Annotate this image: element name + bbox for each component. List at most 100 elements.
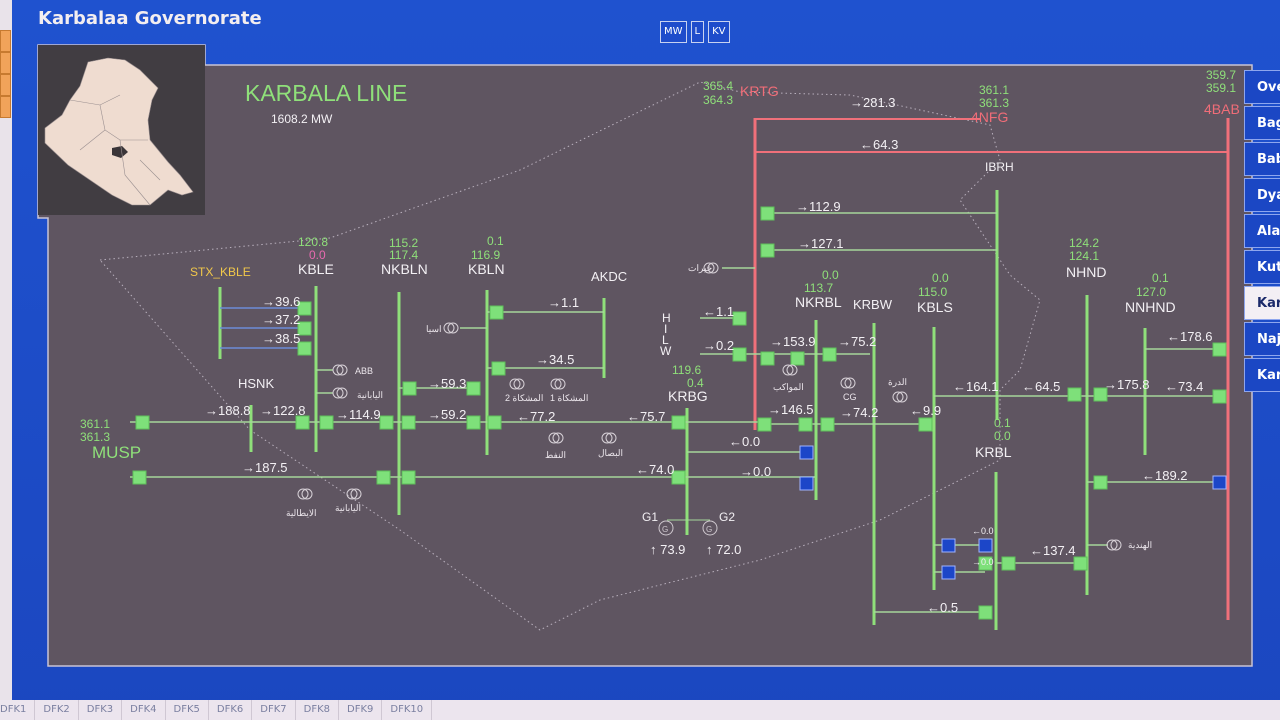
l-button[interactable]: L	[690, 21, 705, 43]
breaker-closed[interactable]	[297, 341, 312, 356]
transformer-icon[interactable]	[892, 391, 908, 403]
nav-babylon[interactable]: Babylon	[1244, 142, 1280, 176]
transformer-icon[interactable]	[297, 488, 313, 500]
transformer-icon[interactable]	[703, 262, 719, 274]
tab-dfk6[interactable]: DFK6	[209, 700, 253, 720]
transformer-icon[interactable]	[332, 387, 348, 399]
breaker-closed[interactable]	[760, 206, 775, 221]
tab-dfk2[interactable]: DFK2	[35, 700, 79, 720]
station-kbln[interactable]: KBLN	[468, 261, 505, 277]
kv-button[interactable]: KV	[708, 21, 730, 43]
breaker-closed[interactable]	[402, 381, 417, 396]
nav-overview[interactable]: Overview	[1244, 70, 1280, 104]
breaker-closed[interactable]	[401, 415, 416, 430]
station-4nfg[interactable]: 4NFG	[971, 109, 1008, 125]
breaker-closed[interactable]	[1093, 387, 1108, 402]
breaker-closed[interactable]	[820, 417, 835, 432]
transformer-icon[interactable]	[601, 432, 617, 444]
tab-dfk1[interactable]: DFK1	[0, 700, 36, 720]
breaker-closed[interactable]	[1212, 342, 1227, 357]
breaker-closed[interactable]	[760, 351, 775, 366]
breaker-closed[interactable]	[671, 470, 686, 485]
breaker-closed[interactable]	[379, 415, 394, 430]
breaker-open[interactable]	[799, 445, 814, 460]
transformer-icon[interactable]	[332, 364, 348, 376]
breaker-closed[interactable]	[132, 470, 147, 485]
breaker-open[interactable]	[1212, 475, 1227, 490]
breaker-open[interactable]	[799, 476, 814, 491]
breaker-closed[interactable]	[135, 415, 150, 430]
tab-dfk7[interactable]: DFK7	[252, 700, 296, 720]
nav-karbalaa[interactable]: Karbalaa	[1244, 286, 1280, 320]
nav-baghdad[interactable]: Baghdad	[1244, 106, 1280, 140]
tab-dfk3[interactable]: DFK3	[79, 700, 123, 720]
tab-dfk10[interactable]: DFK10	[382, 700, 433, 720]
breaker-closed[interactable]	[376, 470, 391, 485]
station-nhnd[interactable]: NHND	[1066, 264, 1106, 280]
breaker-closed[interactable]	[297, 301, 312, 316]
station-hsnk[interactable]: HSNK	[238, 376, 274, 391]
transformer-icon[interactable]	[550, 378, 566, 390]
breaker-closed[interactable]	[978, 605, 993, 620]
transformer-icon[interactable]	[782, 364, 798, 376]
side-tab[interactable]	[0, 74, 11, 96]
breaker-open[interactable]	[941, 538, 956, 553]
station-krbg[interactable]: KRBG	[668, 388, 708, 404]
breaker-closed[interactable]	[1001, 556, 1016, 571]
breaker-closed[interactable]	[798, 417, 813, 432]
breaker-closed[interactable]	[295, 415, 310, 430]
breaker-closed[interactable]	[401, 470, 416, 485]
station-4bab[interactable]: 4BAB	[1204, 101, 1240, 117]
station-stx-kble[interactable]: STX_KBLE	[190, 265, 251, 279]
tab-dfk8[interactable]: DFK8	[296, 700, 339, 720]
transformer-icon[interactable]	[443, 322, 459, 334]
breaker-closed[interactable]	[671, 415, 686, 430]
station-krbl[interactable]: KRBL	[975, 444, 1012, 460]
station-musp[interactable]: MUSP	[92, 443, 141, 462]
breaker-closed[interactable]	[297, 321, 312, 336]
breaker-closed[interactable]	[790, 351, 805, 366]
station-kble[interactable]: KBLE	[298, 261, 334, 277]
generator-g1-icon[interactable]: G	[658, 520, 674, 536]
breaker-closed[interactable]	[1067, 387, 1082, 402]
station-nkrbl[interactable]: NKRBL	[795, 294, 842, 310]
breaker-open[interactable]	[941, 565, 956, 580]
station-krtg[interactable]: KRTG	[740, 83, 779, 99]
nav-najaf[interactable]: Najaf	[1244, 322, 1280, 356]
nav-kut[interactable]: Kut	[1244, 250, 1280, 284]
breaker-closed[interactable]	[491, 361, 506, 376]
breaker-closed[interactable]	[1212, 389, 1227, 404]
station-kbls[interactable]: KBLS	[917, 299, 953, 315]
transformer-icon[interactable]	[509, 378, 525, 390]
breaker-closed[interactable]	[489, 305, 504, 320]
breaker-closed[interactable]	[918, 417, 933, 432]
breaker-closed[interactable]	[466, 415, 481, 430]
breaker-closed[interactable]	[487, 415, 502, 430]
tab-dfk4[interactable]: DFK4	[122, 700, 166, 720]
tab-dfk9[interactable]: DFK9	[339, 700, 383, 720]
breaker-open[interactable]	[978, 538, 993, 553]
station-akdc[interactable]: AKDC	[591, 269, 627, 284]
breaker-closed[interactable]	[760, 243, 775, 258]
nav-alanbar[interactable]: Alanbar	[1244, 214, 1280, 248]
side-tab[interactable]	[0, 96, 11, 118]
station-nkbln[interactable]: NKBLN	[381, 261, 428, 277]
breaker-closed[interactable]	[732, 347, 747, 362]
station-ibrh[interactable]: IBRH	[985, 160, 1014, 174]
breaker-closed[interactable]	[1073, 556, 1088, 571]
station-nnhnd[interactable]: NNHND	[1125, 299, 1176, 315]
nav-karkh[interactable]: Karkh	[1244, 358, 1280, 392]
transformer-icon[interactable]	[840, 377, 856, 389]
station-krbw[interactable]: KRBW	[853, 297, 893, 312]
side-tab[interactable]	[0, 52, 11, 74]
transformer-icon[interactable]	[346, 488, 362, 500]
breaker-closed[interactable]	[757, 417, 772, 432]
tab-dfk5[interactable]: DFK5	[166, 700, 209, 720]
breaker-closed[interactable]	[732, 311, 747, 326]
breaker-closed[interactable]	[319, 415, 334, 430]
transformer-icon[interactable]	[548, 432, 564, 444]
breaker-closed[interactable]	[1093, 475, 1108, 490]
transformer-icon[interactable]	[1106, 539, 1122, 551]
breaker-closed[interactable]	[822, 347, 837, 362]
breaker-closed[interactable]	[978, 556, 993, 571]
